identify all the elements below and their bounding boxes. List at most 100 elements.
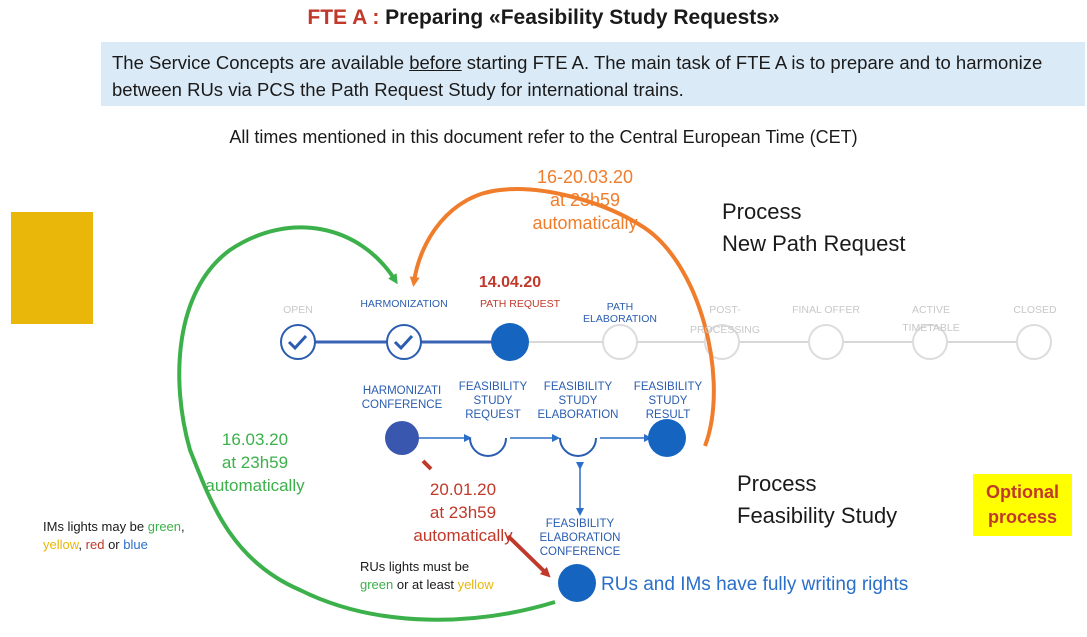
rus-mid: or at least [393, 577, 458, 592]
stage-path-request: PATH REQUEST [479, 298, 561, 310]
label-harm-conference: HARMONIZATI CONFERENCE [352, 384, 452, 412]
orange-2: at 23h59 [549, 190, 621, 210]
fse-1: FEASIBILITY [543, 381, 613, 393]
page-title: FTE A : Preparing «Feasibility Study Req… [0, 6, 1087, 30]
node-open [280, 324, 316, 360]
stage-path-2: ELABORATION [583, 313, 657, 325]
red-1: 20.01.20 [429, 480, 497, 499]
stage-post-1: POST- [709, 304, 741, 316]
ims-red: red [85, 537, 105, 552]
intro-text: The Service Concepts are available befor… [112, 49, 1082, 103]
label-fs-request: FEASIBILITY STUDY REQUEST [448, 380, 538, 422]
green-arrow [177, 225, 556, 622]
fsr-1: FEASIBILITY [458, 381, 528, 393]
node-post-processing [704, 324, 740, 360]
cet-note: All times mentioned in this document ref… [229, 127, 858, 147]
ims-text: IMs lights may be [43, 519, 148, 534]
green-2: at 23h59 [221, 453, 289, 472]
harm-conf-1: HARMONIZATI [362, 385, 442, 397]
optional-line-2: process [987, 507, 1058, 527]
feas-line-1: Process [737, 471, 817, 496]
orange-3: automatically [532, 213, 638, 233]
title-prefix: FTE A : [307, 6, 380, 29]
stage-post-2: PROCESSING [689, 324, 760, 336]
check-icon [287, 334, 308, 351]
red-2: at 23h59 [429, 503, 497, 522]
title-rest: Preparing «Feasibility Study Requests» [379, 6, 780, 29]
node-final-offer [808, 324, 844, 360]
stage-path-1: PATH [606, 301, 634, 313]
node-path-elaboration [602, 324, 638, 360]
orange-annotation: 16-20.03.20 at 23h59 automatically [510, 166, 660, 235]
rus-text: RUs lights must be [360, 559, 470, 574]
date-path-request: 14.04.20 [478, 274, 542, 291]
yellow-block [11, 212, 93, 324]
red-annotation: 20.01.20 at 23h59 automatically [388, 478, 538, 547]
ims-or: or [104, 537, 124, 552]
stage-closed: CLOSED [1013, 304, 1057, 316]
ims-blue: blue [123, 537, 148, 552]
node-fs-elab-conference [558, 564, 596, 602]
intro-part-1: The Service Concepts are available [112, 52, 410, 73]
fsres-3: RESULT [645, 409, 691, 421]
rus-green: green [360, 577, 394, 592]
node-active-timetable [912, 324, 948, 360]
intro-part-2: starting FTE A. The main task of FTE A i… [112, 52, 1043, 100]
node-harm-conference [385, 421, 419, 455]
label-fs-elab-conference: FEASIBILITY ELABORATION CONFERENCE [530, 517, 630, 559]
fsres-2: STUDY [648, 395, 688, 407]
red-arrow [506, 534, 551, 578]
fsec-1: FEASIBILITY [545, 518, 615, 530]
ims-lights-note: IMs lights may be green,yellow, red or b… [43, 518, 263, 554]
stage-open: OPEN [283, 304, 313, 316]
stage-final-offer: FINAL OFFER [792, 304, 860, 316]
process-line-1: Process [722, 199, 802, 224]
red-3: automatically [413, 526, 513, 545]
fsr-3: REQUEST [465, 409, 521, 421]
check-icon [393, 334, 414, 351]
ims-sep: , [78, 537, 86, 552]
node-harmonization [386, 324, 422, 360]
harm-conf-2: CONFERENCE [361, 399, 443, 411]
writing-rights-note: RUs and IMs have fully writing rights [601, 574, 909, 595]
ims-yellow: yellow [43, 537, 79, 552]
fsec-3: CONFERENCE [539, 546, 621, 558]
orange-1: 16-20.03.20 [536, 167, 634, 187]
stage-post-processing: POST- PROCESSING [680, 304, 770, 336]
node-fs-result [648, 419, 686, 457]
rus-lights-note: RUs lights must be green or at least yell… [360, 558, 560, 594]
stage-active-timetable: ACTIVE TIMETABLE [888, 304, 974, 334]
stage-active-2: TIMETABLE [902, 322, 960, 334]
node-fs-elaboration [559, 437, 597, 457]
node-closed [1016, 324, 1052, 360]
red-tick [421, 459, 433, 471]
rus-yellow: yellow [457, 577, 494, 592]
intro-underlined: before [409, 52, 462, 73]
node-path-request [491, 323, 529, 361]
label-fs-elaboration: FEASIBILITY STUDY ELABORATION [533, 380, 623, 422]
ims-green: green [147, 519, 182, 534]
intro-box [101, 42, 1085, 106]
orange-arrow [409, 187, 716, 447]
feas-line-2: Feasibility Study [737, 503, 898, 528]
fsres-1: FEASIBILITY [633, 381, 703, 393]
green-annotation: 16.03.20 at 23h59 automatically [190, 428, 320, 497]
process-line-2: New Path Request [722, 231, 906, 256]
stage-active-1: ACTIVE [912, 304, 950, 316]
label-fs-result: FEASIBILITY STUDY RESULT [625, 380, 711, 422]
node-fs-request [469, 437, 507, 457]
fse-2: STUDY [558, 395, 598, 407]
ims-comma: , [181, 519, 185, 534]
stage-harmonization: HARMONIZATION [360, 298, 448, 310]
fse-3: ELABORATION [537, 409, 619, 421]
optional-line-1: Optional [986, 482, 1059, 502]
green-3: automatically [205, 476, 305, 495]
green-1: 16.03.20 [221, 430, 289, 449]
fsec-2: ELABORATION [539, 532, 621, 544]
optional-process-badge: Optional process [973, 474, 1072, 536]
fsr-2: STUDY [473, 395, 513, 407]
